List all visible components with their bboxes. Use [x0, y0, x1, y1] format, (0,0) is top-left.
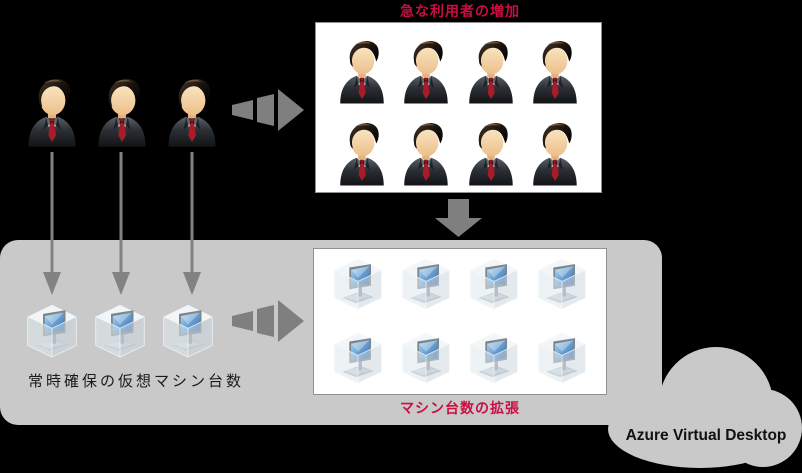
businessman-icon	[338, 117, 386, 188]
thin-down-arrow-icon	[42, 152, 62, 295]
virtual-machine-cube-icon	[468, 328, 520, 388]
virtual-machine-cube-icon	[536, 254, 588, 314]
businessman-icon	[166, 72, 218, 150]
virtual-machine-cube-icon	[25, 302, 79, 360]
businessman-icon	[531, 117, 579, 188]
businessman-icon	[467, 35, 515, 106]
virtual-machine-cube-icon	[332, 328, 384, 388]
thin-down-arrow-icon	[111, 152, 131, 295]
azure-virtual-desktop-label: Azure Virtual Desktop	[625, 427, 787, 444]
tapered-right-arrow-icon	[231, 84, 305, 136]
businessman-icon	[402, 117, 450, 188]
sudden-user-increase-title: 急な利用者の増加	[400, 3, 520, 19]
businessman-icon	[467, 117, 515, 188]
businessman-icon	[338, 35, 386, 106]
virtual-machine-cube-icon	[468, 254, 520, 314]
virtual-machine-cube-icon	[400, 254, 452, 314]
expanded-users-panel	[315, 22, 602, 193]
virtual-machine-cube-icon	[93, 302, 147, 360]
businessman-icon	[402, 35, 450, 106]
tapered-right-arrow-icon	[231, 295, 305, 347]
businessman-icon	[26, 72, 78, 150]
virtual-machine-cube-icon	[332, 254, 384, 314]
reserved-vms-row	[25, 302, 215, 360]
businessman-icon	[96, 72, 148, 150]
reserved-vms-label: 常時確保の仮想マシン台数	[28, 373, 245, 390]
businessman-icon	[531, 35, 579, 106]
virtual-machine-cube-icon	[161, 302, 215, 360]
expanded-vms-panel	[313, 248, 607, 395]
thin-down-arrow-icon	[182, 152, 202, 295]
reserved-users-row	[26, 72, 218, 150]
block-down-arrow-icon	[434, 199, 483, 237]
virtual-machine-cube-icon	[536, 328, 588, 388]
virtual-machine-cube-icon	[400, 328, 452, 388]
machine-expansion-label: マシン台数の拡張	[400, 400, 520, 416]
